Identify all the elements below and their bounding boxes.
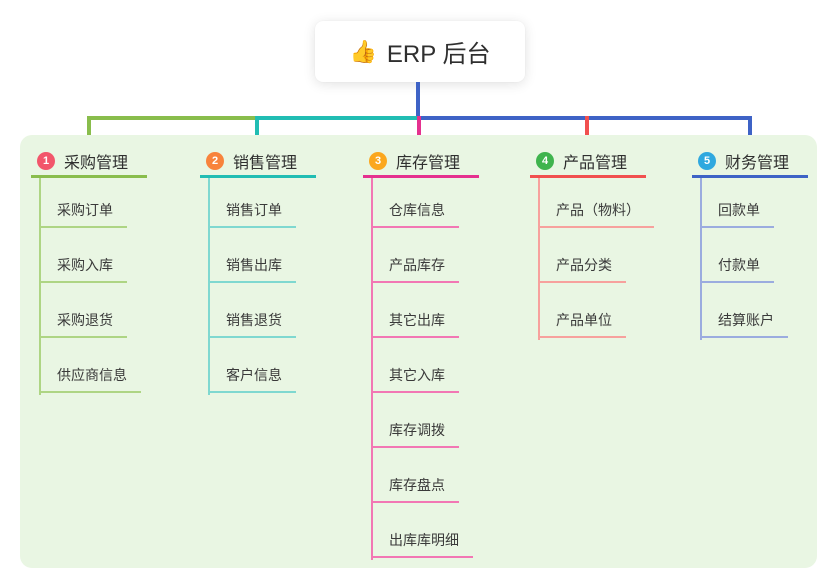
branch-vline xyxy=(39,178,41,395)
branch-number-badge: 4 xyxy=(536,152,554,170)
mindmap-node[interactable]: 采购退货 xyxy=(39,283,127,338)
mindmap-node[interactable]: 库存盘点 xyxy=(371,448,459,503)
branch-header-purchase[interactable]: 1 采购管理 xyxy=(31,147,147,178)
branch-vline xyxy=(700,178,702,340)
connector-trunk-teal xyxy=(255,116,417,120)
branch-sales: 2 销售管理 销售订单 销售出库 销售退货 客户信息 xyxy=(200,147,316,395)
branch-header-product[interactable]: 4 产品管理 xyxy=(530,147,646,178)
mindmap-node[interactable]: 销售订单 xyxy=(208,173,296,228)
mindmap-node[interactable]: 采购入库 xyxy=(39,228,127,283)
connector-drop-inventory xyxy=(417,116,421,152)
branch-header-sales[interactable]: 2 销售管理 xyxy=(200,147,316,178)
branch-product: 4 产品管理 产品（物料） 产品分类 产品单位 xyxy=(530,147,654,340)
branch-purchase: 1 采购管理 采购订单 采购入库 采购退货 供应商信息 xyxy=(31,147,147,395)
connector-drop-sales xyxy=(255,116,259,152)
connector-drop-finance xyxy=(748,116,752,152)
mindmap-node[interactable]: 结算账户 xyxy=(700,283,788,338)
connector-drop-product xyxy=(585,116,589,152)
mindmap-node[interactable]: 仓库信息 xyxy=(371,173,459,228)
connector-trunk-blue xyxy=(417,116,751,120)
mindmap-node[interactable]: 出库库明细 xyxy=(371,503,473,558)
branch-label: 库存管理 xyxy=(396,155,461,172)
branches-panel xyxy=(20,135,817,568)
branch-label: 采购管理 xyxy=(64,155,129,172)
thumbs-up-icon: 👍 xyxy=(349,38,377,64)
branch-header-inventory[interactable]: 3 库存管理 xyxy=(363,147,479,178)
branch-vline xyxy=(371,178,373,560)
branch-label: 财务管理 xyxy=(725,155,790,172)
mindmap-node[interactable]: 客户信息 xyxy=(208,338,296,393)
mindmap-node[interactable]: 产品分类 xyxy=(538,228,626,283)
branch-label: 销售管理 xyxy=(233,155,298,172)
connector-drop-purchase xyxy=(87,116,91,152)
mindmap-node[interactable]: 采购订单 xyxy=(39,173,127,228)
branch-vline xyxy=(208,178,210,395)
mindmap-node[interactable]: 产品（物料） xyxy=(538,173,654,228)
branch-number-badge: 2 xyxy=(206,152,224,170)
mindmap-node[interactable]: 其它出库 xyxy=(371,283,459,338)
mindmap-node[interactable]: 供应商信息 xyxy=(39,338,141,393)
branch-number-badge: 1 xyxy=(37,152,55,170)
branch-vline xyxy=(538,178,540,340)
branch-number-badge: 5 xyxy=(698,152,716,170)
branch-header-finance[interactable]: 5 财务管理 xyxy=(692,147,808,178)
mindmap-node[interactable]: 付款单 xyxy=(700,228,774,283)
mindmap-node[interactable]: 销售退货 xyxy=(208,283,296,338)
branch-label: 产品管理 xyxy=(563,155,628,172)
branch-inventory: 3 库存管理 仓库信息 产品库存 其它出库 其它入库 库存调拨 库存盘点 出库库… xyxy=(363,147,479,560)
mindmap-node[interactable]: 产品库存 xyxy=(371,228,459,283)
mindmap-node[interactable]: 其它入库 xyxy=(371,338,459,393)
mindmap-node[interactable]: 库存调拨 xyxy=(371,393,459,448)
connector-trunk-green xyxy=(87,116,255,120)
mindmap-node[interactable]: 销售出库 xyxy=(208,228,296,283)
mindmap-node[interactable]: 回款单 xyxy=(700,173,774,228)
mindmap-node[interactable]: 产品单位 xyxy=(538,283,626,338)
branch-finance: 5 财务管理 回款单 付款单 结算账户 xyxy=(692,147,808,340)
connector-root xyxy=(416,82,420,116)
branch-number-badge: 3 xyxy=(369,152,387,170)
root-node[interactable]: 👍 ERP 后台 xyxy=(315,21,525,82)
root-node-label: ERP 后台 xyxy=(386,41,491,68)
